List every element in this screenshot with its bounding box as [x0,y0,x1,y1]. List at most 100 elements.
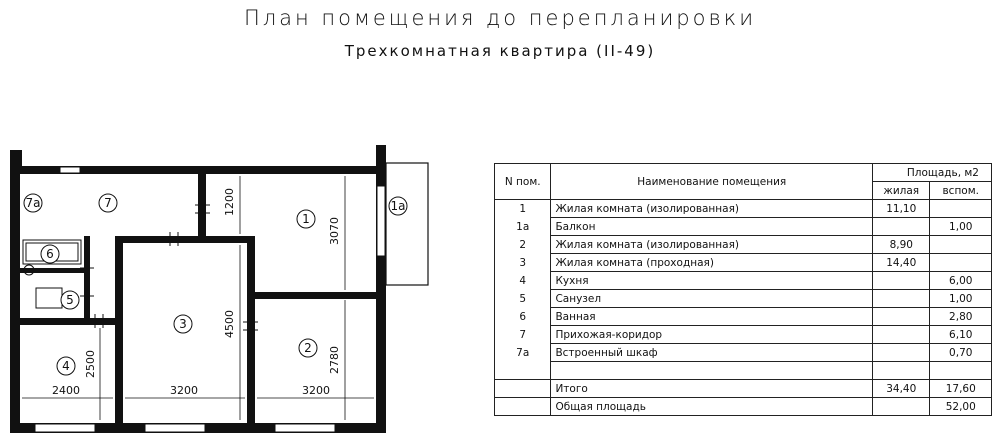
page-subtitle: Трехкомнатная квартира (II-49) [344,42,656,60]
room-labels: 7a 7 1 1a 6 5 3 4 2 [23,193,408,376]
sink [23,264,35,276]
cell-aux: 6,10 [929,325,992,344]
toilet [35,287,63,309]
window-2 [274,423,336,433]
page-title: План помещения до перепланировки [243,6,757,30]
dim-2780: 2780 [328,346,341,374]
dim-2500: 2500 [84,350,97,378]
dim-3200-a: 3200 [170,384,198,397]
room-1: 1 [302,212,310,226]
table-grand-row: Общая площадь 52,00 [493,397,992,416]
floor-plan: 7a 7 1 1a 6 5 3 4 2 1200 3070 4500 2780 … [10,145,429,433]
window-4 [34,423,96,433]
room-7a: 7a [26,196,41,210]
cell-name: Балкон [550,217,874,236]
cell-aux [929,361,992,380]
col-aux-header: вспом. [929,181,992,200]
cell-name: Ванная [550,307,874,326]
table-header-row-1: N пом. Наименование помещения Площадь, м… [493,163,992,200]
dim-3200-b: 3200 [302,384,330,397]
table-header-row-2: жилая вспом. [495,181,992,200]
cell-num [493,361,552,380]
cell-name: Санузел [550,289,874,308]
dimension-lines [22,176,374,420]
room-5: 5 [66,293,74,307]
cell-aux: 1,00 [929,289,992,308]
wall-left-3 [115,236,123,423]
wall-bath [84,236,90,318]
total-living: 34,40 [872,379,931,398]
cell-name [550,361,874,380]
total-aux: 17,60 [929,379,992,398]
window-1 [376,185,386,257]
table-row [493,361,992,380]
cell-num: 5 [493,289,552,308]
cell-living [872,217,931,236]
cell-num: 1а [493,217,552,236]
room-1a: 1a [391,199,406,213]
dimension-labels: 1200 3070 4500 2780 2500 2400 3200 3200 [52,188,341,397]
cell-living: 14,40 [872,253,931,272]
wall-top-3 [115,236,255,243]
bathtub [22,239,82,265]
cell-name: Жилая комната (изолированная) [550,235,874,254]
room-7: 7 [104,196,112,210]
col-living-header: жилая [872,181,931,200]
room-3: 3 [179,317,187,331]
cell-name: Кухня [550,271,874,290]
cell-num: 1 [493,199,552,218]
door-marks [80,204,258,331]
grand-aux: 52,00 [929,397,992,416]
cell-name: Прихожая-коридор [550,325,874,344]
room-2: 2 [304,341,312,355]
cell-living [872,361,931,380]
cell-aux [929,235,992,254]
windows [34,166,386,433]
cell-num: 6 [493,307,552,326]
wall-5-6 [20,268,84,273]
cell-aux [929,199,992,218]
cell-name: Встроенный шкаф [550,343,874,362]
cell-num: 7 [493,325,552,344]
window-7 [59,166,81,174]
cell-living [872,289,931,308]
col-name-header: Наименование помещения [550,163,874,200]
total-label: Итого [550,379,874,398]
cell-living: 8,90 [872,235,931,254]
dim-2400: 2400 [52,384,80,397]
cell-aux [929,253,992,272]
col-num-header: N пом. [493,163,552,200]
room-spec-table: N пом. Наименование помещения Площадь, м… [493,163,992,416]
table-total-row: Итого 34,40 17,60 [493,379,992,398]
window-3 [144,423,206,433]
cell-living [872,343,931,362]
cell-aux: 0,70 [929,343,992,362]
cell-name: Жилая комната (проходная) [550,253,874,272]
grand-label: Общая площадь [550,397,874,416]
wall-4-top [20,318,123,325]
cell-num: 2 [493,235,552,254]
cell-living [872,271,931,290]
col-area-header: Площадь, м2 [872,163,992,182]
cell-name: Жилая комната (изолированная) [550,199,874,218]
cell-num: 3 [493,253,552,272]
cell-living: 11,10 [872,199,931,218]
left-wall [10,150,20,433]
dim-1200: 1200 [223,188,236,216]
corner-left [10,150,22,174]
dim-3070: 3070 [328,217,341,245]
right-wall [376,145,386,433]
wall-1-2 [247,292,376,299]
room-6: 6 [46,247,54,261]
cell-living [872,307,931,326]
cell-num: 7а [493,343,552,362]
